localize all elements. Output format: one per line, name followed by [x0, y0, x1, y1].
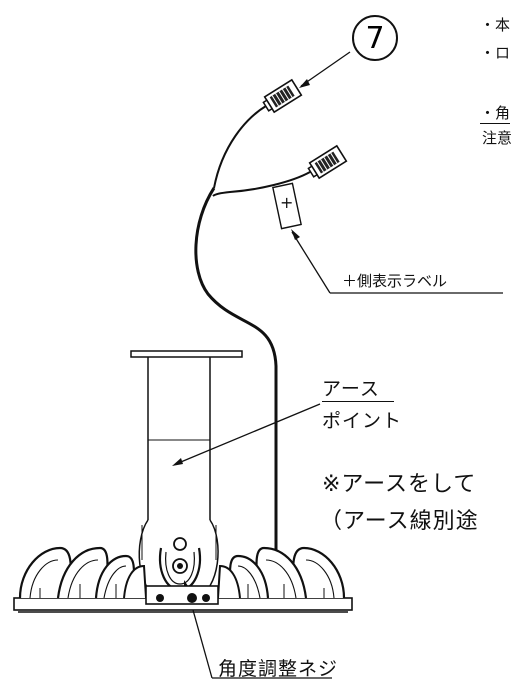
plus-side-label: ＋側表示ラベル	[342, 272, 448, 290]
earth-point-label: ポイント	[322, 410, 403, 432]
earth-title: アース	[322, 374, 394, 402]
cables	[194, 105, 311, 560]
plus-label-leader	[291, 229, 503, 294]
note-line-2: ・ロ	[480, 44, 511, 62]
upper-connector	[262, 78, 303, 114]
angle-screw-label: 角度調整ネジ	[218, 658, 339, 680]
note-line-1: ・本	[480, 16, 511, 34]
earth-note-2: （アース線別途	[320, 509, 479, 534]
plus-label-tag	[272, 182, 302, 230]
plus-mark: +	[280, 193, 294, 212]
callout-arrow	[299, 51, 351, 88]
earth-note-1: ※アースをして	[322, 472, 477, 497]
earth-point-arrow	[172, 403, 321, 466]
mounting-bracket	[130, 350, 243, 599]
note-line-4: 注意	[482, 129, 512, 147]
callout-number-7: 7	[352, 15, 398, 61]
lamp-body	[13, 546, 353, 613]
lower-connector	[307, 144, 348, 180]
angle-adjust-slot	[158, 537, 202, 592]
note-line-3: ・角	[480, 104, 511, 124]
